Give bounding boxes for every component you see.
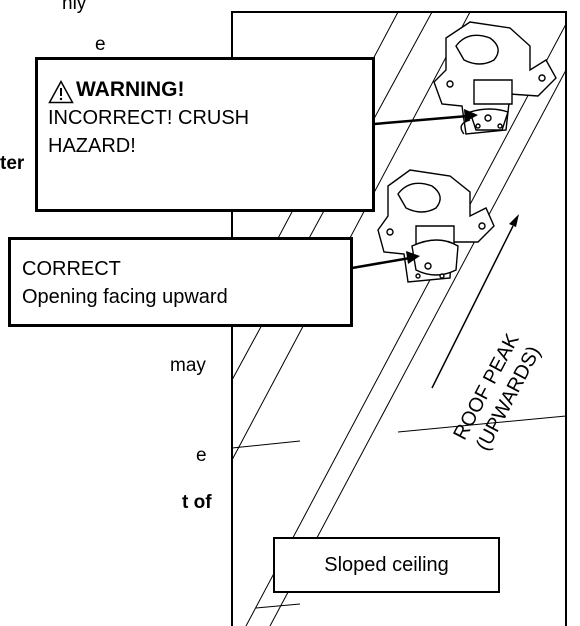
warning-line-1: INCORRECT! CRUSH: [48, 107, 250, 129]
pointer-arrows: [351, 109, 478, 270]
correct-line-2: Opening facing upward: [22, 286, 228, 308]
side-text-fragment: e: [196, 445, 207, 466]
warning-line-2: HAZARD!: [48, 135, 136, 157]
sloped-ceiling-label: Sloped ceiling: [273, 537, 500, 593]
correct-callout: CORRECT Opening facing upward: [8, 237, 353, 327]
side-text-fragment: e: [95, 34, 106, 55]
bracket-incorrect: [433, 21, 557, 135]
correct-line-1: CORRECT: [22, 258, 121, 280]
warning-title: WARNING!: [76, 78, 185, 101]
side-text-fragment: t of: [182, 492, 212, 513]
warning-callout: WARNING! INCORRECT! CRUSH HAZARD!: [35, 57, 375, 212]
side-text-fragment: may: [170, 355, 206, 376]
roof-peak-arrow: [431, 214, 519, 389]
warning-triangle-icon: [48, 80, 74, 104]
side-text-fragment: nly: [62, 0, 87, 14]
warning-heading: WARNING!: [48, 76, 372, 104]
bracket-correct: [377, 169, 495, 283]
side-text-fragment: ter: [0, 153, 25, 174]
